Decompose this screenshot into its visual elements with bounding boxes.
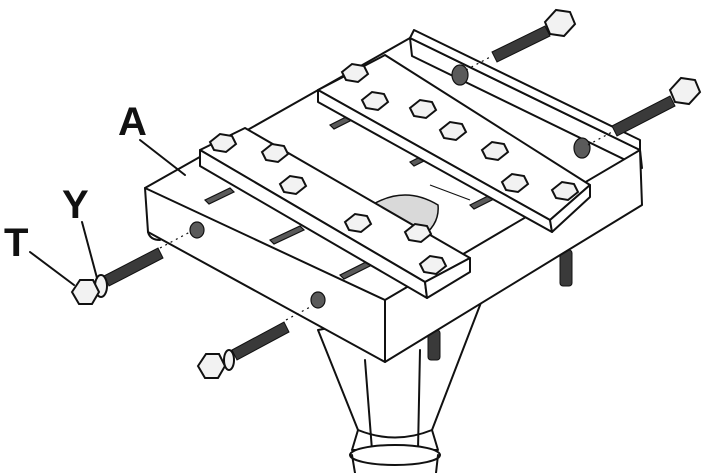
nut-back-2: [360, 90, 390, 112]
nut-back-7: [550, 180, 580, 202]
nut-back-4: [438, 120, 468, 142]
leader-a: [139, 139, 186, 176]
bolt-upper-right: [465, 8, 577, 71]
nut-back-6: [500, 172, 530, 194]
nut-back-1: [340, 62, 370, 84]
nut-back-3: [408, 98, 438, 120]
bolt-right: [587, 76, 702, 146]
nut-front-3: [278, 174, 308, 196]
callout-leaders: [29, 139, 186, 286]
nut-front-1: [208, 132, 238, 154]
lower-stud-right: [559, 249, 573, 287]
clamp-bar-front: [199, 127, 471, 299]
nut-front-6: [418, 254, 448, 276]
nut-front-2: [260, 142, 290, 164]
nut-group: [208, 62, 580, 276]
callout-label-y: Y: [62, 183, 89, 227]
nut-front-4: [343, 212, 373, 234]
leader-y: [81, 221, 98, 279]
leader-t: [29, 251, 75, 286]
callout-label-t: T: [4, 221, 28, 265]
callout-label-a: A: [118, 100, 147, 144]
bolt-left: [70, 231, 191, 305]
nut-back-5: [480, 140, 510, 162]
flange-holes: [189, 64, 591, 309]
bolt-lower: [196, 305, 313, 379]
nut-front-5: [403, 222, 433, 244]
